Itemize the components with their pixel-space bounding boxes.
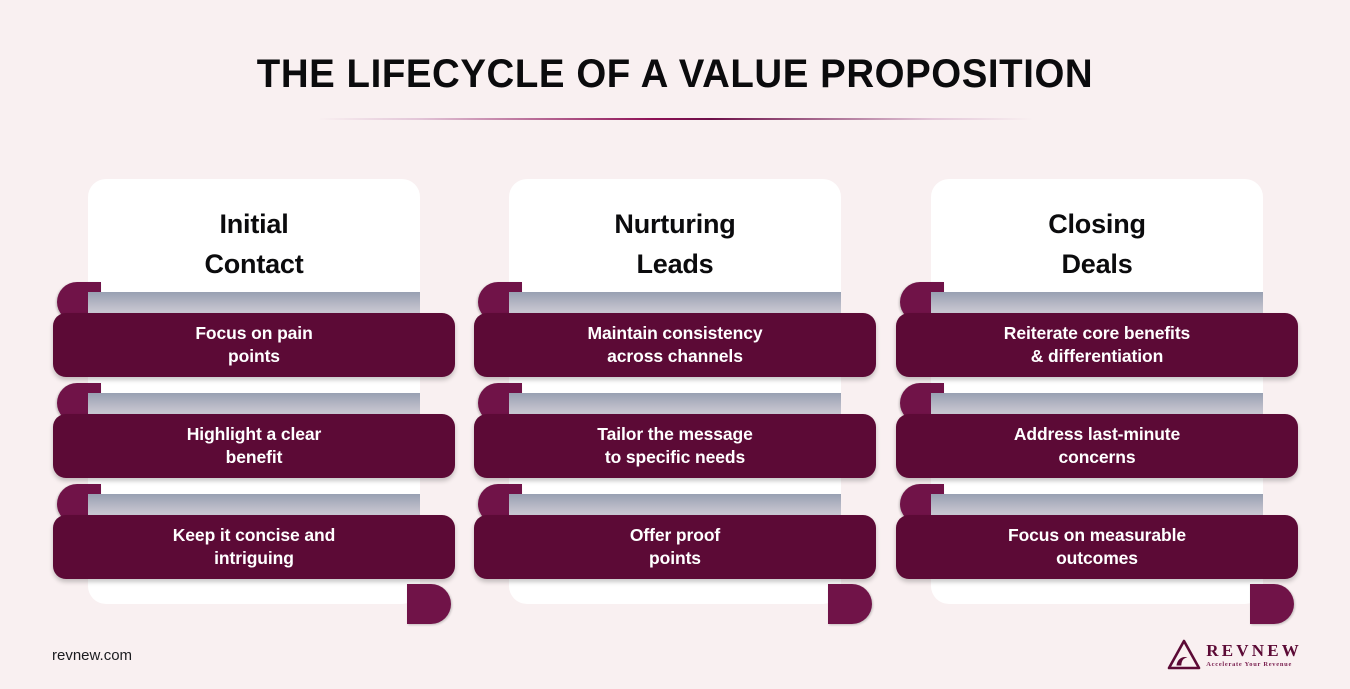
title-block: THE LIFECYCLE OF A VALUE PROPOSITION: [0, 52, 1350, 120]
stage-heading: Closing Deals: [1048, 209, 1146, 279]
ribbon-banner[interactable]: Tailor the message to specific needs: [474, 414, 876, 478]
columns-container: Initial Contact Focus on pain points Hig…: [0, 179, 1350, 624]
ribbon-item[interactable]: Address last-minute concerns: [884, 383, 1310, 484]
ribbon-label: Focus on pain points: [195, 323, 313, 366]
website-label: revnew.com: [52, 647, 133, 664]
ribbon-label: Address last-minute concerns: [1013, 424, 1181, 467]
ribbon-banner[interactable]: Offer proof points: [474, 515, 876, 579]
ribbon-tail-icon: [1250, 584, 1294, 624]
ribbon-item[interactable]: Focus on measurable outcomes: [884, 484, 1310, 585]
ribbon-tail-icon: [407, 584, 451, 624]
logo-wordmark: REVNEW Accelerate Your Revenue: [1206, 640, 1302, 669]
ribbon-label: Keep it concise and intriguing: [172, 525, 336, 568]
ribbon-stack: Focus on pain points Highlight a clear b…: [41, 282, 467, 624]
logo-tagline: Accelerate Your Revenue: [1206, 660, 1293, 668]
ribbon-item[interactable]: Offer proof points: [462, 484, 888, 585]
ribbon-item[interactable]: Focus on pain points: [41, 282, 467, 383]
ribbon-banner[interactable]: Maintain consistency across channels: [474, 313, 876, 377]
stage-column-closing-deals: Closing Deals Reiterate core benefits & …: [884, 179, 1310, 624]
stage-column-initial-contact: Initial Contact Focus on pain points Hig…: [41, 179, 467, 624]
ribbon-label: Highlight a clear benefit: [186, 424, 322, 467]
triangle-wave-logo-icon: [1167, 639, 1201, 670]
ribbon-item[interactable]: Tailor the message to specific needs: [462, 383, 888, 484]
stage-column-nurturing-leads: Nurturing Leads Maintain consistency acr…: [462, 179, 888, 624]
ribbon-banner[interactable]: Highlight a clear benefit: [53, 414, 455, 478]
ribbon-label: Focus on measurable outcomes: [1007, 525, 1186, 568]
ribbon-banner[interactable]: Address last-minute concerns: [896, 414, 1298, 478]
ribbon-label: Maintain consistency across channels: [587, 323, 763, 366]
revnew-logo: REVNEW Accelerate Your Revenue: [1167, 636, 1302, 674]
ribbon-banner[interactable]: Reiterate core benefits & differentiatio…: [896, 313, 1298, 377]
page-title: THE LIFECYCLE OF A VALUE PROPOSITION: [256, 52, 1094, 96]
ribbon-tail-icon: [828, 584, 872, 624]
logo-name: REVNEW: [1206, 640, 1302, 660]
ribbon-label: Offer proof points: [629, 525, 721, 568]
ribbon-item[interactable]: Highlight a clear benefit: [41, 383, 467, 484]
ribbon-banner[interactable]: Focus on measurable outcomes: [896, 515, 1298, 579]
ribbon-label: Reiterate core benefits & differentiatio…: [1003, 323, 1191, 366]
title-divider: [317, 118, 1033, 120]
ribbon-item[interactable]: Keep it concise and intriguing: [41, 484, 467, 585]
ribbon-banner[interactable]: Focus on pain points: [53, 313, 455, 377]
ribbon-item[interactable]: Reiterate core benefits & differentiatio…: [884, 282, 1310, 383]
stage-heading: Initial Contact: [204, 209, 304, 279]
ribbon-stack: Reiterate core benefits & differentiatio…: [884, 282, 1310, 624]
ribbon-banner[interactable]: Keep it concise and intriguing: [53, 515, 455, 579]
ribbon-label: Tailor the message to specific needs: [597, 424, 753, 467]
ribbon-stack: Maintain consistency across channels Tai…: [462, 282, 888, 624]
ribbon-item[interactable]: Maintain consistency across channels: [462, 282, 888, 383]
stage-heading: Nurturing Leads: [614, 209, 736, 279]
